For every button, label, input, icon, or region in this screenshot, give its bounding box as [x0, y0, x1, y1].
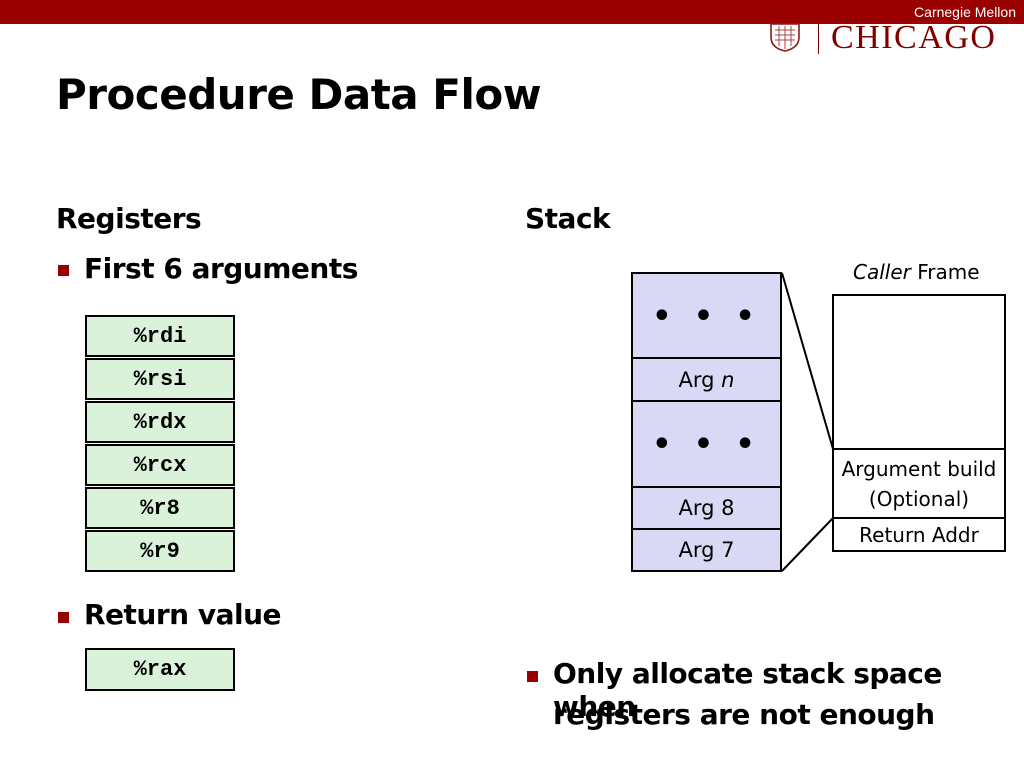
caller-frame-label: Caller Frame: [853, 260, 980, 284]
university-logo-text: CHICAGO: [831, 19, 997, 56]
arg-n-variable: n: [721, 367, 735, 392]
header-bar: Carnegie Mellon: [0, 0, 1024, 24]
stack-cell-arg-n: Arg n: [631, 357, 782, 402]
logo-divider: [818, 24, 819, 54]
register-r9: %r9: [85, 530, 235, 572]
register-rsi: %rsi: [85, 358, 235, 400]
caller-word: Caller: [853, 260, 911, 284]
return-addr-box: Return Addr: [832, 517, 1006, 552]
ellipsis-text: • • •: [652, 299, 761, 334]
slide-title: Procedure Data Flow: [56, 70, 542, 119]
frame-word: Frame: [917, 260, 980, 284]
register-rdi: %rdi: [85, 315, 235, 357]
args-bullet-text: First 6 arguments: [84, 252, 358, 285]
bullet-marker: [58, 612, 69, 623]
registers-heading: Registers: [56, 202, 202, 235]
stack-note-line1: Only allocate stack space when: [553, 657, 942, 723]
register-rcx: %rcx: [85, 444, 235, 486]
register-rdx: %rdx: [85, 401, 235, 443]
bullet-marker: [527, 671, 538, 682]
return-bullet-text: Return value: [84, 598, 282, 631]
register-rax: %rax: [85, 648, 235, 691]
stack-heading: Stack: [525, 202, 611, 235]
stack-cell-ellipsis-top: • • •: [631, 272, 782, 359]
stack-note-line2: registers are not enough: [553, 698, 935, 731]
university-seal-icon: [770, 23, 800, 52]
bullet-marker: [58, 265, 69, 276]
caller-frame-box: [832, 294, 1006, 450]
argument-build-line1: Argument build: [841, 456, 997, 481]
brand-name: Carnegie Mellon: [914, 4, 1016, 20]
argument-build-box: Argument build (Optional): [832, 448, 1006, 519]
ellipsis-text: • • •: [652, 427, 761, 462]
arg-n-prefix: Arg: [678, 367, 715, 392]
argument-build-line2: (Optional): [868, 486, 970, 511]
register-r8: %r8: [85, 487, 235, 529]
stack-cell-arg-7: Arg 7: [631, 528, 782, 572]
stack-cell-arg-8: Arg 8: [631, 486, 782, 530]
stack-cell-ellipsis-mid: • • •: [631, 400, 782, 488]
